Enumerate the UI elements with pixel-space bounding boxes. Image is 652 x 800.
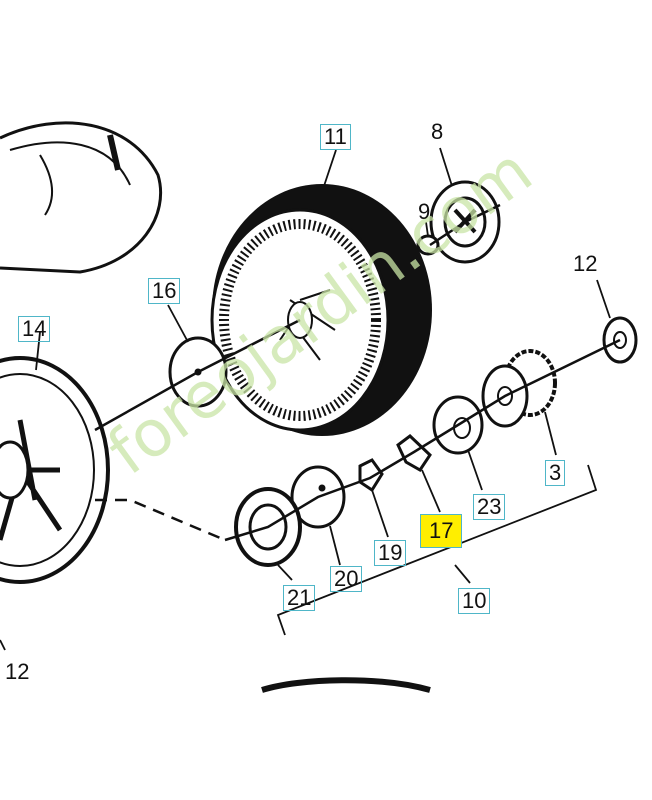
wheel-14 xyxy=(0,356,110,584)
callout-14: 14 xyxy=(18,316,51,342)
callout-12-left: 12 xyxy=(5,659,30,684)
bottom-part xyxy=(261,677,431,693)
spring-19 xyxy=(358,458,384,493)
callout-9: 9 xyxy=(418,199,431,224)
callout-17-highlighted: 17 xyxy=(420,514,463,548)
washer-23 xyxy=(432,395,484,455)
callout-8: 8 xyxy=(431,119,444,144)
callout-10: 10 xyxy=(458,588,491,614)
kit-10-bracket xyxy=(276,464,598,636)
axle-lines xyxy=(94,203,621,542)
mower-deck-part xyxy=(0,121,163,274)
leader-lines xyxy=(0,147,611,651)
callout-11: 11 xyxy=(320,124,351,150)
callout-20: 20 xyxy=(330,566,363,592)
nut-9 xyxy=(416,234,440,256)
callout-16: 16 xyxy=(148,278,181,304)
bushing-21 xyxy=(234,487,302,567)
callout-19: 19 xyxy=(374,540,407,566)
callout-3: 3 xyxy=(545,460,566,486)
wheel-11 xyxy=(210,184,432,436)
callout-12-right: 12 xyxy=(573,251,598,276)
callout-23: 23 xyxy=(473,494,506,520)
callout-21: 21 xyxy=(283,585,316,611)
